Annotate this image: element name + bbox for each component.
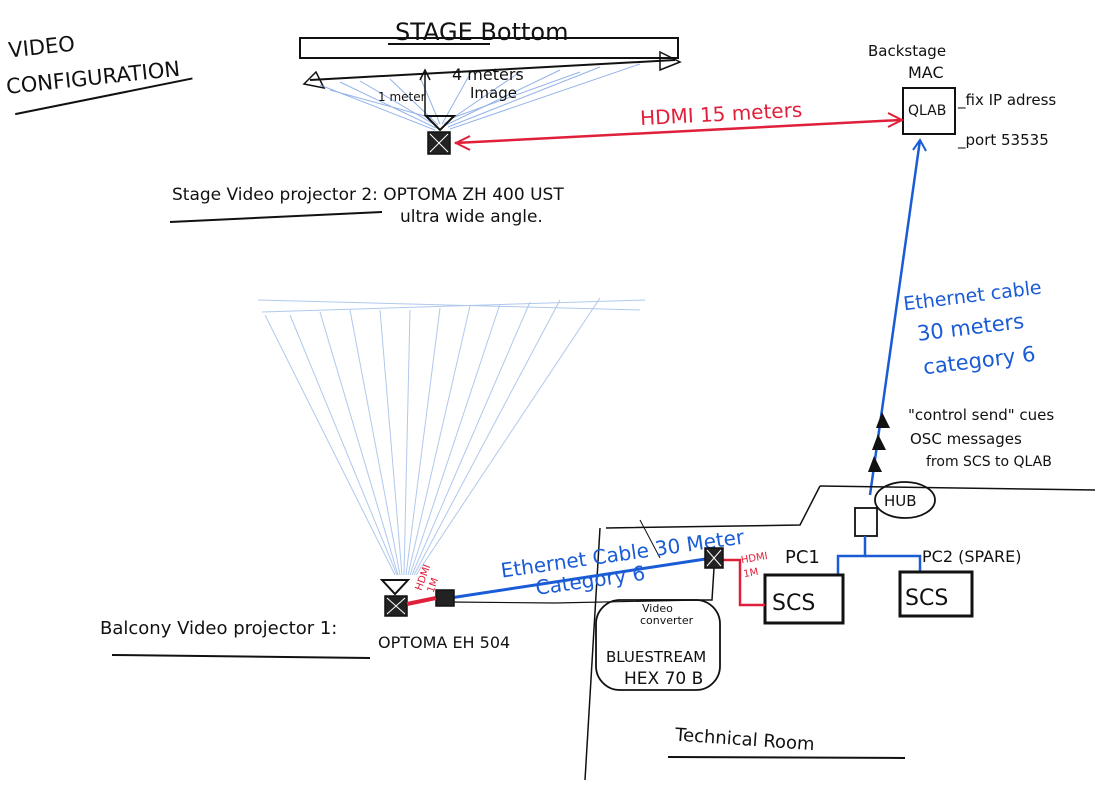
qlab-label: QLAB [908, 103, 946, 119]
stage-projection-beam [319, 63, 641, 131]
hdmi-converter-pc-cable [722, 558, 765, 607]
screen-right-marker-icon [659, 50, 682, 72]
converter-line-1: Video [642, 602, 673, 615]
osc-line-3: from SCS to QLAB [926, 454, 1052, 470]
stage-height-label: 1 meter [378, 90, 426, 104]
converter-line-2: converter [640, 614, 694, 627]
converter-outline [595, 599, 721, 691]
projector-2-label: Stage Video projector 2: OPTOMA ZH 400 U… [172, 185, 564, 205]
hdmi-arrow-left-icon [453, 135, 471, 151]
video-converter: Video converter BLUESTREAM HEX 70 B [595, 547, 724, 691]
stage-image-width-label: 4 meters [452, 65, 524, 84]
ethernet-arrow-up-icon [912, 138, 927, 152]
ethernet-vertical-label: Ethernet cable 30 meters category 6 [902, 277, 1043, 380]
backstage-label: Backstage [868, 42, 946, 60]
balcony-projector-icon [379, 579, 455, 617]
ethernet-horizontal-cable [449, 556, 713, 600]
hdmi-balcony-cable [406, 596, 437, 606]
ethernet-vertical-line-3: category 6 [922, 342, 1037, 380]
title-underline [14, 77, 193, 116]
black-signal-cable [449, 599, 701, 604]
projector-2-desc: ultra wide angle. [400, 207, 543, 227]
title-line-1: VIDEO [7, 32, 76, 63]
projector-2-underline [169, 211, 383, 223]
hub: HUB [854, 481, 936, 537]
pc-2: PC2 (SPARE) SCS [898, 547, 1022, 618]
osc-note: "control send" cues OSC messages from SC… [908, 406, 1054, 470]
projector-1-model: OPTOMA EH 504 [378, 633, 510, 652]
pc-2-app: SCS [905, 586, 948, 611]
hub-device-icon [854, 507, 878, 537]
screen-left-marker-icon [302, 70, 326, 90]
technical-room-underline [667, 756, 906, 759]
balcony-projection-beam [257, 297, 646, 576]
mac-label: MAC [908, 63, 944, 82]
hub-to-pc-cables [836, 536, 922, 575]
pc-1-label: PC1 [785, 547, 820, 568]
projection-screen-line [309, 59, 676, 81]
projector-2-caption: Stage Video projector 2: OPTOMA ZH 400 U… [169, 185, 564, 227]
stage-label: STAGE Bottom [395, 18, 568, 46]
converter-brand-1: BLUESTREAM [606, 648, 706, 666]
ethernet-vertical-line-2: 30 meters [916, 309, 1026, 346]
pc-2-box [898, 570, 974, 618]
height-arrow-head-icon [419, 68, 431, 81]
osc-line-2: OSC messages [910, 430, 1022, 448]
stage-image-label: Image [470, 84, 517, 102]
converter-brand-2: HEX 70 B [624, 669, 703, 689]
projector-1-label: Balcony Video projector 1: [100, 618, 337, 639]
technical-room-walls [584, 485, 1096, 781]
hdmi-short-line-1: HDMI [740, 551, 768, 566]
hdmi-balcony-line-2: 1M [426, 577, 441, 595]
osc-line-1: "control send" cues [908, 406, 1054, 424]
qlab-box [902, 87, 956, 135]
stage-platform [299, 37, 679, 59]
stage-projector-icon [423, 115, 457, 155]
hub-outline [874, 481, 936, 519]
hub-label: HUB [884, 492, 917, 510]
pc-1: PC1 SCS [763, 547, 845, 625]
pc-2-label: PC2 (SPARE) [922, 547, 1022, 566]
balcony-projector-caption: Balcony Video projector 1: OPTOMA EH 504 [100, 618, 510, 659]
mac-port-note: _port 53535 [957, 131, 1049, 150]
converter-pointer-line [640, 567, 715, 601]
hdmi-arrow-right-icon [887, 112, 905, 128]
balcony-adapter-icon [435, 589, 455, 607]
ethernet-pointer-line [639, 519, 661, 559]
projector-1-underline [111, 654, 371, 659]
stage-section: STAGE Bottom 1 meter 4 meters Image [299, 18, 682, 155]
hdmi-short-label: HDMI 1M [740, 551, 768, 580]
hdmi-main-cable [453, 112, 905, 151]
pc-1-app: SCS [772, 591, 815, 616]
backstage-mac: Backstage MAC QLAB _fix IP adress _port … [868, 42, 1056, 150]
diagram-title: VIDEO CONFIGURATION [5, 32, 193, 116]
hdmi-short-line-2: 1M [743, 567, 760, 580]
mac-ip-note: _fix IP adress [957, 91, 1056, 110]
technical-room-label: Technical Room [673, 724, 815, 755]
pc-1-box [763, 573, 845, 625]
osc-arrows-icon [868, 412, 890, 472]
title-line-2: CONFIGURATION [5, 57, 181, 99]
